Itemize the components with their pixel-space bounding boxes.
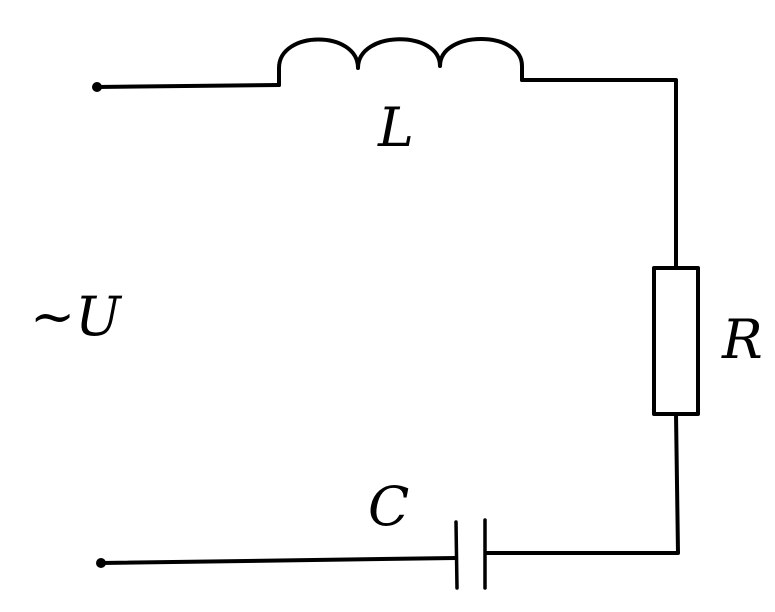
top-left-wire — [95, 83, 281, 89]
bottom-left-wire — [99, 556, 458, 565]
resistor-body — [652, 266, 700, 416]
inductor-label: L — [377, 96, 414, 159]
top-right-wire — [520, 78, 678, 270]
resistor-label: R — [721, 308, 763, 371]
capacitor-left-plate — [454, 520, 459, 590]
inductor-coil — [277, 37, 524, 87]
bottom-right-wire — [484, 412, 680, 555]
source-label: ~U — [30, 285, 122, 348]
capacitor-label: C — [368, 475, 409, 538]
